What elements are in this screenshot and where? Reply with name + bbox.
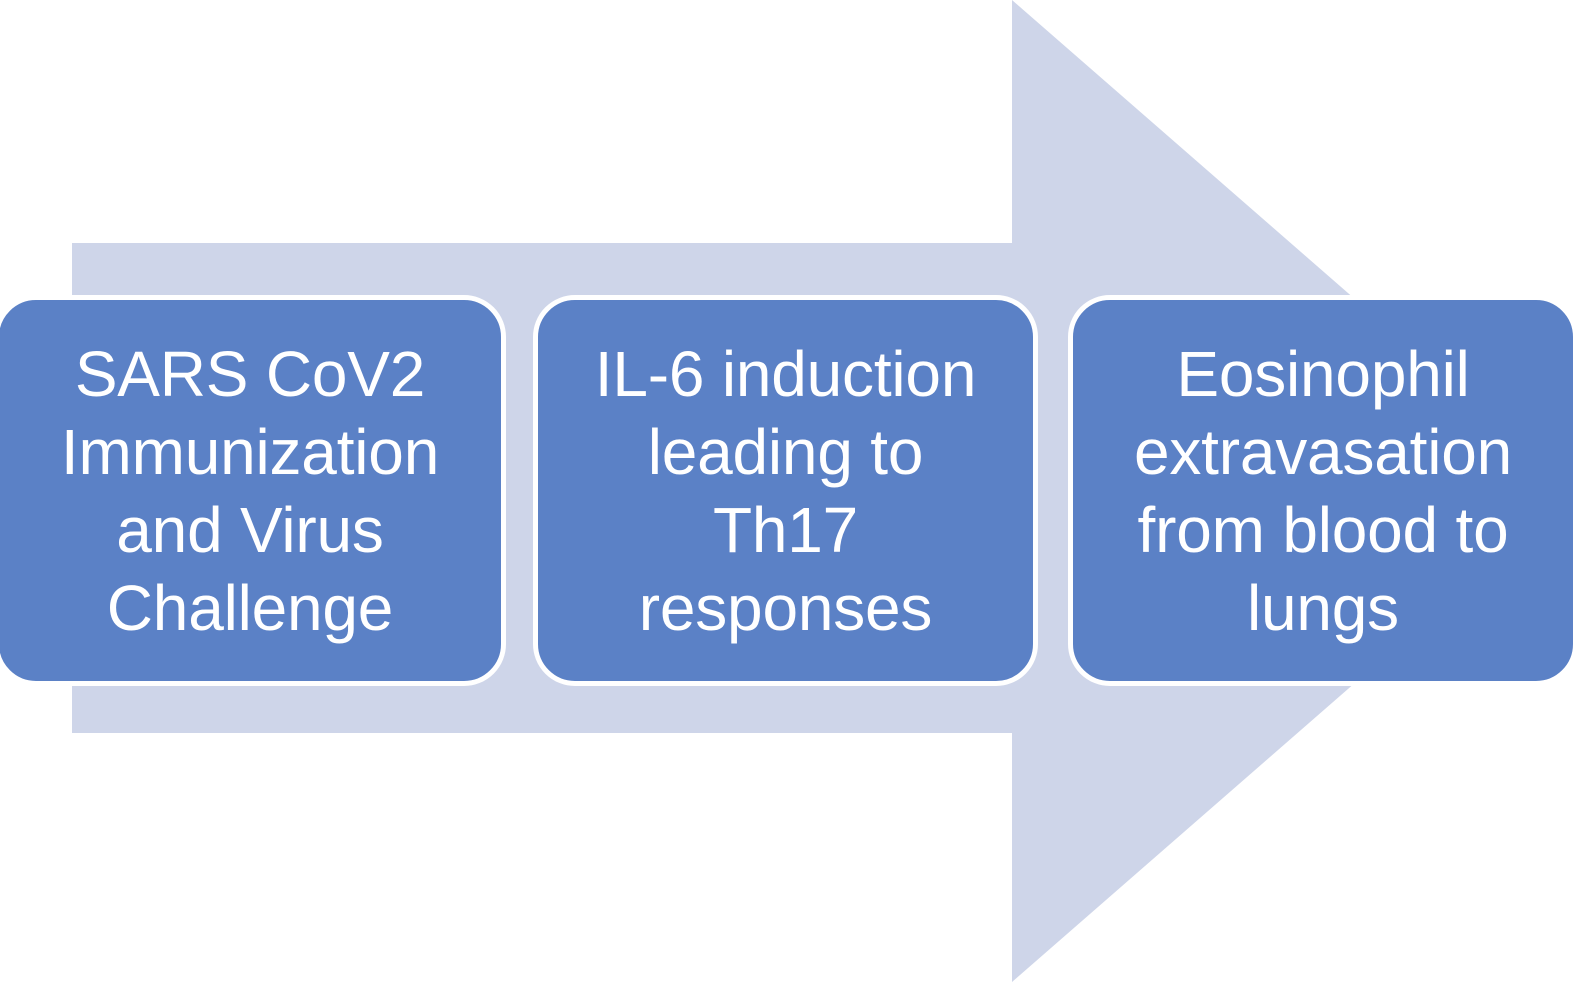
step-box-immunization[interactable]: SARS CoV2 Immunization and Virus Challen… — [0, 295, 506, 686]
step-box-eosinophil-label: Eosinophil extravasation from blood to l… — [1133, 337, 1513, 644]
step-box-il6-th17-label: IL-6 induction leading to Th17 responses — [594, 337, 977, 644]
step-box-il6-th17[interactable]: IL-6 induction leading to Th17 responses — [533, 295, 1038, 686]
step-box-eosinophil[interactable]: Eosinophil extravasation from blood to l… — [1068, 295, 1575, 686]
step-box-immunization-label: SARS CoV2 Immunization and Virus Challen… — [60, 337, 440, 644]
